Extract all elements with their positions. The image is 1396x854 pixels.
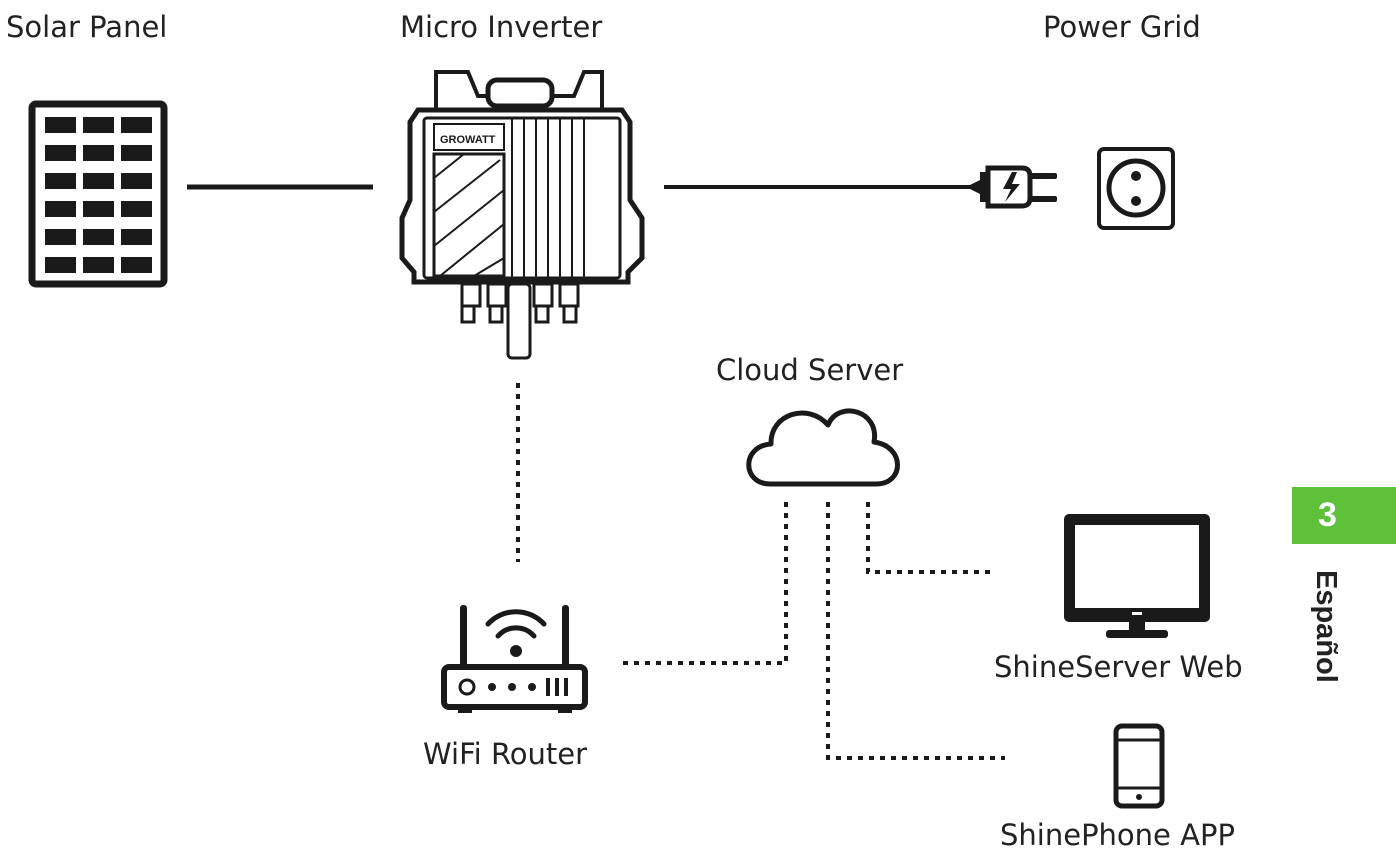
- smartphone-icon: [1113, 723, 1165, 809]
- wall-socket-icon: [1097, 147, 1175, 230]
- monitor-icon: [1064, 514, 1210, 638]
- section-number-tab: 3: [1292, 487, 1396, 544]
- micro-inverter-label: Micro Inverter: [400, 10, 603, 44]
- cloud-icon: [746, 408, 900, 487]
- cloud-server-label: Cloud Server: [716, 353, 904, 387]
- cloud-links: [620, 502, 1005, 760]
- plug-icon: [966, 165, 1057, 209]
- language-tab: Español: [1305, 570, 1345, 720]
- wifi-router-icon: [441, 605, 588, 713]
- solar-panel-icon: [28, 100, 168, 288]
- language-label: Español: [1310, 570, 1342, 683]
- inverter-brand: GROWATT: [440, 134, 496, 146]
- micro-inverter-icon: [399, 70, 645, 360]
- shinephone-app-label: ShinePhone APP: [1000, 818, 1235, 852]
- wifi-router-label: WiFi Router: [423, 737, 588, 771]
- power-grid-label: Power Grid: [1043, 10, 1201, 44]
- shineserver-web-label: ShineServer Web: [994, 650, 1243, 684]
- solar-panel-label: Solar Panel: [6, 10, 168, 44]
